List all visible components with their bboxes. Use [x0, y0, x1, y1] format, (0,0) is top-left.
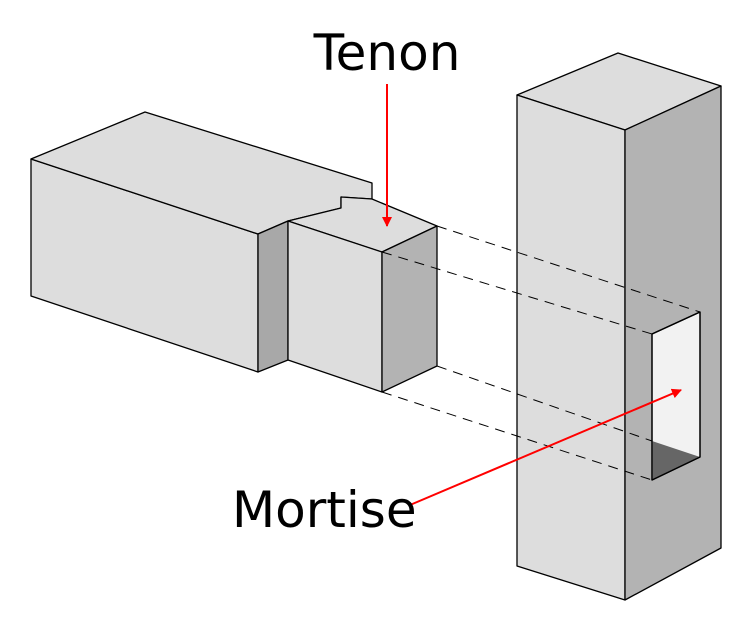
projection-line-top-front: [381, 251, 653, 335]
mortise-arrow: [409, 388, 682, 506]
mortise-outline: [651, 311, 701, 481]
mortise-label: Mortise: [232, 481, 417, 539]
tenon-piece: [30, 111, 438, 393]
mortise-post: [516, 52, 722, 601]
post-front-face: [516, 94, 626, 601]
projection-line-bottom-front: [381, 391, 653, 481]
projection-lines: [381, 225, 701, 481]
mortise-shadow: [652, 441, 700, 480]
tenon-end-face: [381, 225, 438, 393]
shoulder-face: [257, 220, 289, 373]
tenon-label: Tenon: [313, 24, 461, 82]
projection-line-top-back: [436, 225, 701, 313]
projection-line-bottom-back: [436, 365, 653, 442]
